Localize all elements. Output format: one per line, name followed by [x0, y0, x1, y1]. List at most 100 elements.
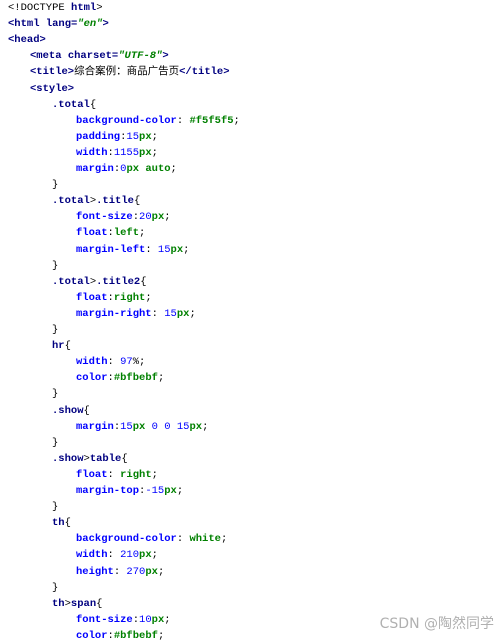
- code-token: #bfbebf: [113, 629, 158, 642]
- code-token: 15: [126, 130, 140, 143]
- code-token: <head>: [8, 34, 46, 47]
- code-token: :: [107, 146, 114, 159]
- code-line: margin-left: 15px;: [76, 242, 189, 258]
- code-token: #f5f5f5: [189, 114, 234, 127]
- code-line: float:right;: [76, 290, 152, 306]
- code-token: ;: [157, 629, 165, 642]
- code-line: th>span{: [52, 596, 102, 612]
- code-token: :: [113, 163, 121, 175]
- code-token: color: [76, 372, 108, 385]
- code-token: 综合案例：商品广告页: [74, 66, 180, 79]
- code-token: px auto: [126, 163, 171, 175]
- code-token: <html: [8, 18, 46, 31]
- code-token: th: [52, 517, 65, 530]
- code-token: :: [113, 565, 127, 578]
- code-token: right: [120, 468, 152, 481]
- code-token: <style>: [30, 82, 75, 95]
- code-line: width:1155px;: [76, 145, 158, 161]
- code-token: >: [64, 597, 71, 610]
- code-token: margin: [76, 163, 114, 175]
- code-token: .total: [52, 98, 90, 111]
- code-token: :: [107, 372, 114, 385]
- code-line: background-color: white;: [76, 531, 227, 547]
- code-line: }: [52, 322, 58, 338]
- code-token: }: [52, 259, 59, 272]
- code-line: .show>table{: [52, 451, 128, 467]
- code-token: 15: [120, 420, 133, 433]
- code-line: }: [52, 435, 58, 451]
- code-token: %: [132, 356, 140, 369]
- code-token: px: [170, 243, 184, 256]
- code-line: margin:15px 0 0 15px;: [76, 419, 208, 435]
- code-token: px: [151, 211, 165, 224]
- watermark: CSDN @陶然同学: [379, 616, 494, 632]
- code-token: {: [121, 452, 128, 465]
- code-token: px: [176, 307, 190, 320]
- code-line: .total>.title{: [52, 193, 140, 209]
- code-line: }: [52, 177, 58, 193]
- code-token: 15: [157, 243, 171, 256]
- code-token: font-size: [76, 613, 133, 626]
- code-line: }: [52, 258, 58, 274]
- code-token: .show: [52, 452, 84, 465]
- code-token: margin-left: [76, 243, 146, 256]
- code-token: margin: [76, 420, 114, 433]
- code-token: }: [52, 388, 59, 401]
- code-token: px: [139, 130, 152, 143]
- code-line: width: 210px;: [76, 547, 158, 563]
- code-line: <html lang="en">: [8, 16, 109, 32]
- code-line: background-color: #f5f5f5;: [76, 113, 240, 129]
- code-token: >: [89, 275, 97, 288]
- code-token: <!DOCTYPE: [8, 2, 72, 14]
- code-token: th: [52, 597, 65, 610]
- code-token: left: [113, 227, 140, 240]
- code-line: .show{: [52, 403, 90, 419]
- code-token: px: [151, 613, 165, 626]
- code-token: "en": [77, 18, 103, 31]
- code-line: font-size:20px;: [76, 209, 171, 225]
- code-token: ;: [145, 291, 152, 304]
- code-token: .title: [96, 195, 134, 208]
- code-token: {: [89, 98, 97, 111]
- code-line: color:#bfbebf;: [76, 628, 164, 644]
- code-token: ;: [189, 307, 196, 320]
- code-token: ;: [220, 533, 228, 546]
- code-token: background-color: [76, 114, 177, 127]
- code-token: :: [139, 485, 146, 497]
- code-token: 210: [120, 549, 140, 562]
- code-token: {: [140, 275, 147, 288]
- code-line: padding:15px;: [76, 129, 158, 145]
- code-line: height: 270px;: [76, 564, 164, 580]
- code-line: float: right;: [76, 467, 158, 483]
- code-token: >: [83, 452, 90, 465]
- code-token: :: [107, 549, 121, 562]
- code-token: 10: [139, 613, 152, 626]
- code-line: float:left;: [76, 225, 145, 241]
- code-token: width: [76, 549, 108, 562]
- code-token: span: [70, 597, 97, 610]
- code-token: :: [132, 613, 140, 626]
- code-token: px: [139, 146, 152, 159]
- code-line: margin-top:-15px;: [76, 483, 183, 499]
- code-token: .total: [52, 275, 90, 288]
- code-token: height: [76, 565, 114, 578]
- code-token: >: [162, 50, 169, 63]
- code-line: width: 97%;: [76, 354, 145, 370]
- code-token: ;: [202, 420, 209, 433]
- code-token: 1155: [113, 146, 140, 159]
- code-token: ;: [157, 372, 165, 385]
- code-token: :: [176, 114, 190, 127]
- code-token: hr: [52, 340, 65, 353]
- code-token: 15: [164, 307, 177, 320]
- code-token: :: [107, 291, 114, 304]
- code-line: }: [52, 386, 58, 402]
- code-token: {: [64, 517, 71, 530]
- code-token: ;: [151, 468, 158, 481]
- code-token: #bfbebf: [113, 372, 158, 385]
- code-token: ;: [151, 146, 158, 159]
- code-token: }: [52, 324, 59, 336]
- code-token: width: [76, 146, 108, 159]
- code-line: .total{: [52, 97, 96, 113]
- code-token: :: [107, 629, 114, 642]
